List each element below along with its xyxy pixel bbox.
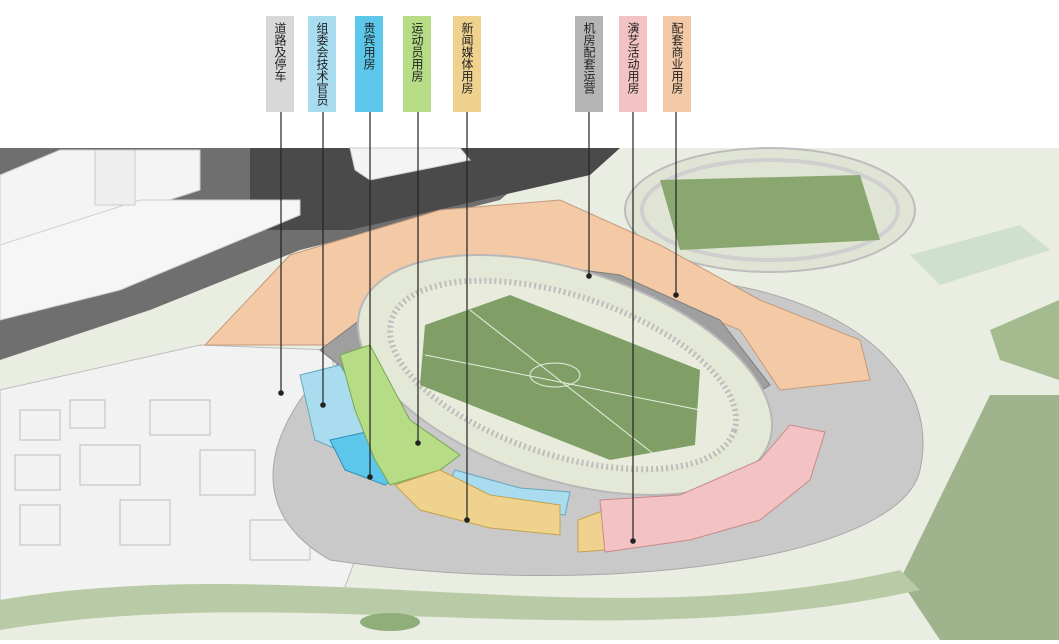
building-block-3 (349, 147, 471, 181)
tower-block (94, 149, 136, 206)
building-block-2 (0, 199, 301, 321)
leader-lines (280, 112, 677, 541)
leader-dots (278, 273, 679, 544)
legend-commercial: 配套商业用房 (663, 16, 691, 112)
legend-label: 新闻媒体用房 (460, 22, 474, 94)
legend-label: 运动员用房 (410, 22, 424, 82)
performance-rooms (599, 424, 826, 553)
legend-label: 配套商业用房 (670, 22, 684, 94)
legend-media: 新闻媒体用房 (453, 16, 481, 112)
legend-vip: 贵宾用房 (355, 16, 383, 112)
pitch-markings (424, 309, 701, 456)
legend-label: 道路及停车 (273, 22, 287, 82)
legend-athletes: 运动员用房 (403, 16, 431, 112)
dark-road-right (250, 148, 620, 230)
legend-committee: 组委会技术官员 (308, 16, 336, 112)
green-oval (360, 613, 420, 631)
training-pitch (660, 175, 880, 250)
green-strip (0, 570, 920, 630)
podium-grid (14, 399, 311, 561)
media-rooms (394, 469, 561, 536)
legend-label: 机房配套运营 (582, 22, 596, 94)
green-slope-right (990, 300, 1059, 380)
legend-performance: 演艺活动用房 (619, 16, 647, 112)
legend-label: 演艺活动用房 (626, 22, 640, 94)
training-track-inner (640, 158, 900, 262)
legend-roads: 道路及停车 (266, 16, 294, 112)
training-courts (910, 225, 1050, 285)
green-wedge (900, 395, 1059, 640)
main-pitch (420, 295, 700, 460)
legend-label: 组委会技术官员 (315, 22, 329, 106)
legend-machine: 机房配套运营 (575, 16, 603, 112)
legend-label: 贵宾用房 (362, 22, 376, 70)
